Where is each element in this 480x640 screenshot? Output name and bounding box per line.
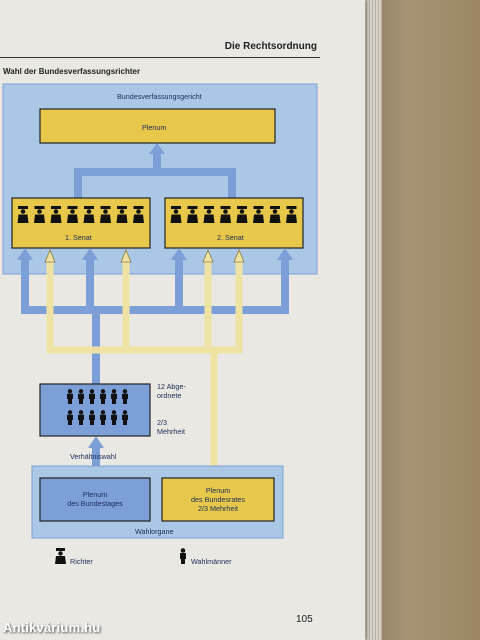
judge-figure-icon — [133, 206, 144, 223]
judge-figure-icon — [17, 206, 29, 223]
proportional-label: Verhältniswahl — [70, 452, 117, 461]
judge-figure-icon — [116, 206, 128, 223]
elector-figure-icon — [111, 410, 117, 425]
judge-figure-icon — [187, 206, 198, 223]
judge-figure-icon — [253, 206, 264, 223]
diagram-title: Wahl der Bundesverfassungsrichter — [3, 67, 141, 76]
header-rule — [0, 57, 320, 58]
senat2-label: 2. Senat — [217, 233, 244, 242]
organs-label: Wahlorgane — [135, 527, 174, 536]
judge-figure-icon — [269, 206, 281, 223]
elector-figure-icon — [67, 410, 73, 425]
cream-arrows-bundesrat — [44, 248, 245, 478]
judge-figure-icon — [236, 206, 248, 223]
judge-figure-icon — [203, 206, 215, 223]
delegate-figures — [67, 389, 128, 425]
elector-figure-icon — [67, 389, 73, 404]
elector-figure-icon — [89, 410, 95, 425]
delegates-count-label: 12 Abge-ordnete — [157, 382, 186, 400]
senat1-label: 1. Senat — [65, 233, 92, 242]
judge-figure-icon — [67, 206, 78, 223]
elector-figure-icon — [122, 389, 128, 404]
plenum-box — [39, 108, 276, 144]
book-page: Die Rechtsordnung Wahl der Bundesverfass… — [0, 0, 365, 640]
judge-figure-icon — [170, 206, 182, 223]
plenum-label: Plenum — [142, 123, 167, 132]
elector-figure-icon — [122, 410, 128, 425]
judge-figure-icon — [50, 206, 62, 223]
judge-figure-icon — [286, 206, 297, 223]
bundestag-to-delegates-arrow — [88, 436, 104, 468]
senat1-judges — [17, 206, 144, 223]
court-label: Bundesverfassungsgericht — [117, 92, 202, 101]
elector-figure-icon — [111, 389, 117, 404]
page-number: 105 — [296, 614, 313, 625]
legend-elector-label: Wahlmänner — [191, 557, 232, 566]
delegates-box — [39, 383, 151, 437]
page-header-title: Die Rechtsordnung — [224, 41, 317, 52]
legend-judge-label: Richter — [70, 557, 93, 566]
senates-to-plenum-arrow — [74, 143, 236, 198]
bundesrat-box — [161, 477, 275, 522]
senat2-judges — [170, 206, 297, 223]
elector-figure-icon — [100, 389, 106, 404]
diagram-svg — [2, 83, 318, 564]
elector-figure-icon — [78, 410, 84, 425]
judge-figure-icon — [100, 206, 111, 223]
judge-figure-icon — [220, 206, 231, 223]
elector-icon — [180, 548, 186, 564]
judge-figure-icon — [83, 206, 95, 223]
judge-icon — [55, 548, 66, 564]
elector-figure-icon — [89, 389, 95, 404]
elector-figure-icon — [78, 389, 84, 404]
watermark: Antikvárium.hu — [3, 620, 101, 635]
elector-figure-icon — [100, 410, 106, 425]
judge-figure-icon — [34, 206, 45, 223]
bundestag-box — [39, 477, 151, 522]
